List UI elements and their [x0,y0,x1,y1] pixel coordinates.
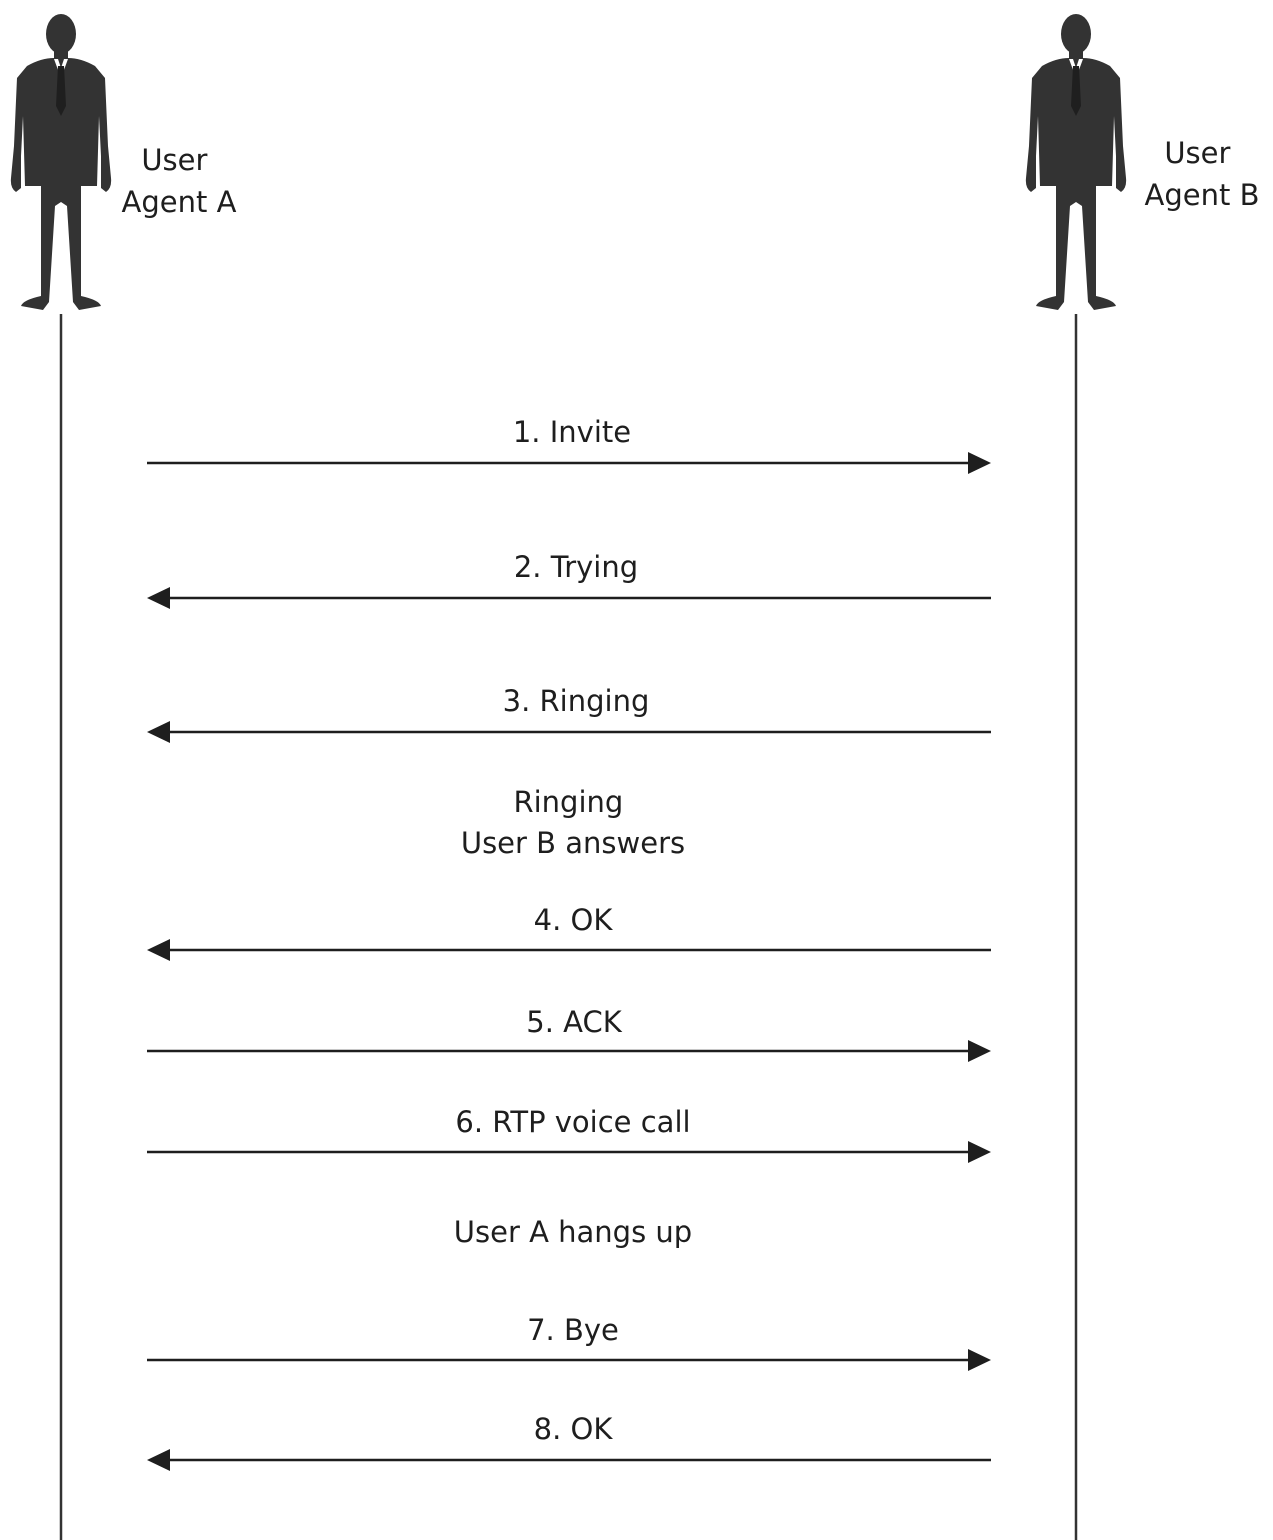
message-label: 4. OK [534,903,614,937]
note-text: User A hangs up [454,1215,692,1249]
participant-a-label-line-2: Agent A [122,185,237,219]
participant-b-label-line-2: Agent B [1145,178,1260,212]
note-text: Ringing User B answers [461,785,685,860]
message-7: 7. Bye [147,1313,991,1371]
message-1: 1. Invite [147,415,991,474]
message-label: 3. Ringing [503,684,650,718]
participant-a-label-line-1: User [141,143,207,177]
note-line: User B answers [461,826,685,860]
arrowhead-right-icon [968,1141,991,1163]
message-5: 5. ACK [147,1005,991,1062]
message-label: 6. RTP voice call [455,1105,690,1139]
note-2: User A hangs up [454,1215,692,1249]
arrowhead-right-icon [968,1349,991,1371]
message-label: 5. ACK [526,1005,622,1039]
person-silhouette-icon [10,14,112,310]
participant-a: User Agent A [10,14,237,1540]
message-6: 6. RTP voice call [147,1105,991,1163]
participant-b-label: User Agent B [1145,136,1260,212]
arrowhead-left-icon [147,721,170,743]
participant-b: User Agent B [1025,14,1260,1540]
message-label: 1. Invite [513,415,631,449]
message-3: 3. Ringing [147,684,991,743]
note-1: Ringing User B answers [461,785,685,860]
participant-b-label-line-1: User [1164,136,1230,170]
message-label: 2. Trying [514,550,638,584]
message-2: 2. Trying [147,550,991,609]
arrowhead-right-icon [968,452,991,474]
message-label: 8. OK [534,1412,614,1446]
person-silhouette-icon [1025,14,1127,310]
arrowhead-right-icon [968,1040,991,1062]
message-8: 8. OK [147,1412,991,1471]
participant-a-label: User Agent A [122,143,237,219]
message-label: 7. Bye [527,1313,619,1347]
note-line: Ringing [513,785,623,819]
arrowhead-left-icon [147,939,170,961]
arrowhead-left-icon [147,587,170,609]
arrowhead-left-icon [147,1449,170,1471]
message-4: 4. OK [147,903,991,961]
